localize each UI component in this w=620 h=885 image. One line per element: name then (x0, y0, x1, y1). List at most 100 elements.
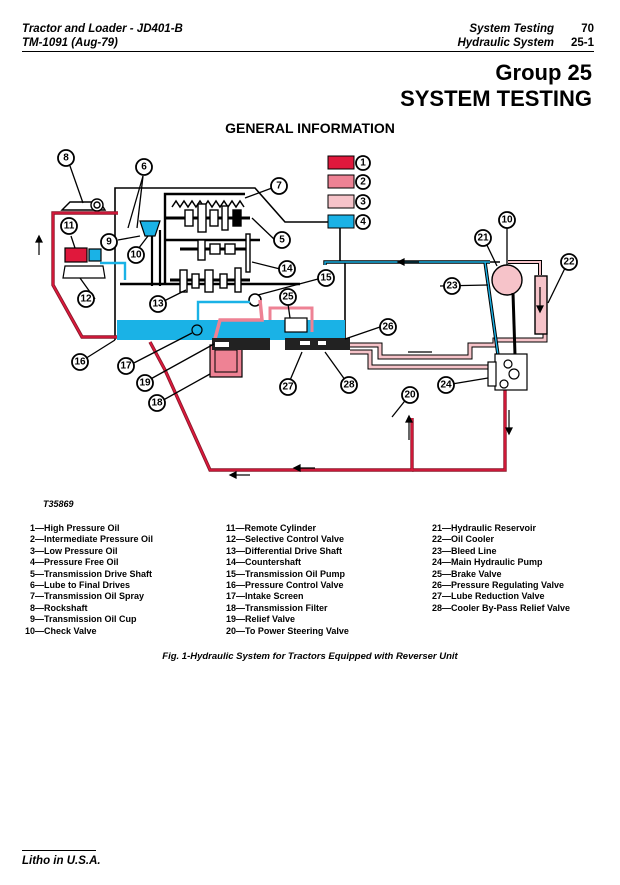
hydraulic-reservoir (491, 264, 523, 296)
legend-column-2: 11—Remote Cylinder 12—Selective Control … (226, 523, 349, 637)
callout-10-valve: 10 (498, 211, 516, 229)
group-title: SYSTEM TESTING (400, 86, 592, 111)
legend-item: 15—Transmission Oil Pump (226, 568, 346, 579)
svg-text:1: 1 (360, 158, 366, 169)
section-title: GENERAL INFORMATION (225, 120, 395, 136)
key-high-pressure: 1 (327, 155, 371, 171)
section-name: System Testing (469, 23, 554, 35)
manual-title: Tractor and Loader - JD401-B (22, 23, 183, 35)
svg-text:10: 10 (130, 250, 142, 261)
svg-text:6: 6 (141, 162, 147, 173)
legend-column-3: 21—Hydraulic Reservoir 22—Oil Cooler 23—… (432, 523, 570, 614)
differential-drive-shaft (170, 267, 250, 293)
rockshaft (60, 198, 107, 212)
svg-text:7: 7 (276, 181, 282, 192)
legend-item: 22—Oil Cooler (432, 534, 495, 545)
svg-text:23: 23 (446, 281, 458, 292)
svg-text:19: 19 (139, 378, 151, 389)
page-number: 25-1 (570, 37, 594, 49)
header-left: Tractor and Loader - JD401-B TM-1091 (Au… (22, 22, 183, 50)
subsection-name: Hydraulic System (457, 37, 554, 49)
return-line-top (323, 260, 500, 356)
callout-12: 12 (77, 290, 95, 308)
legend-item: 2—Intermediate Pressure Oil (30, 534, 154, 545)
svg-text:26: 26 (382, 322, 394, 333)
legend-item: 7—Transmission Oil Spray (30, 591, 145, 602)
lube-lines (150, 230, 162, 286)
callout-9: 9 (100, 233, 118, 251)
intake-screen (191, 324, 203, 336)
callout-10-cup: 10 (127, 246, 145, 264)
svg-text:11: 11 (64, 221, 75, 232)
callout-18: 18 (148, 394, 166, 412)
svg-text:17: 17 (120, 361, 132, 372)
brake-valve (284, 317, 308, 333)
footer-text: Litho in U.S.A. (22, 855, 101, 867)
legend-item: 9—Transmission Oil Cup (30, 614, 137, 625)
callout-19: 19 (136, 374, 154, 392)
legend-item: 8—Rockshaft (30, 602, 88, 613)
oil-spray-nozzles (171, 199, 245, 209)
callout-25: 25 (279, 288, 297, 306)
main-hydraulic-pump (487, 353, 528, 391)
legend-item: 20—To Power Steering Valve (226, 625, 349, 636)
svg-text:5: 5 (279, 235, 285, 246)
pump-intake-line (196, 300, 250, 328)
legend-item: 26—Pressure Regulating Valve (432, 580, 565, 591)
key-low-pressure: 3 (327, 194, 371, 210)
callout-26: 26 (379, 318, 397, 336)
legend-item: 1—High Pressure Oil (30, 523, 120, 533)
callout-27: 27 (279, 378, 297, 396)
callout-6: 6 (135, 158, 153, 176)
flow-arrows (35, 234, 544, 479)
group-number: Group 25 (495, 60, 592, 85)
high-pressure-line (51, 211, 507, 472)
valve-block-right (285, 338, 350, 350)
svg-text:15: 15 (320, 273, 332, 284)
callout-17: 17 (117, 357, 135, 375)
legend-item: 19—Relief Valve (226, 614, 296, 625)
legend-item: 5—Transmission Drive Shaft (30, 568, 153, 579)
header-right: System Testing 70 Hydraulic System 25-1 (457, 22, 594, 50)
svg-text:18: 18 (151, 398, 163, 409)
legend-item: 21—Hydraulic Reservoir (432, 523, 537, 533)
section-number: 70 (581, 23, 594, 35)
pump-output-line (210, 299, 264, 351)
svg-text:25: 25 (282, 292, 294, 303)
svg-text:14: 14 (281, 264, 293, 275)
svg-text:10: 10 (501, 215, 513, 226)
callout-7: 7 (270, 177, 288, 195)
callout-15: 15 (317, 269, 335, 287)
legend-item: 18—Transmission Filter (226, 602, 328, 613)
svg-text:27: 27 (282, 382, 294, 393)
legend-item: 12—Selective Control Valve (226, 534, 345, 545)
figure-id: T35869 (43, 499, 74, 509)
legend-item: 6—Lube to Final Drives (30, 580, 131, 591)
svg-text:21: 21 (477, 233, 489, 244)
legend-item: 10—Check Valve (25, 625, 97, 636)
svg-text:22: 22 (563, 257, 575, 268)
legend-item: 28—Cooler By-Pass Relief Valve (432, 602, 571, 613)
svg-text:8: 8 (63, 153, 69, 164)
return-line-blue (100, 261, 127, 280)
footer-rule (22, 850, 96, 851)
legend-item: 23—Bleed Line (432, 545, 497, 556)
legend-item: 17—Intake Screen (226, 591, 304, 602)
legend-item: 24—Main Hydraulic Pump (432, 557, 543, 568)
callout-8: 8 (57, 149, 75, 167)
callout-5: 5 (273, 231, 291, 249)
manual-number: TM-1091 (Aug-79) (22, 37, 118, 49)
legend-item: 27—Lube Reduction Valve (432, 591, 545, 602)
svg-text:28: 28 (343, 380, 355, 391)
svg-text:4: 4 (360, 217, 366, 228)
callout-14: 14 (278, 260, 296, 278)
svg-text:24: 24 (440, 380, 452, 391)
key-intermediate-pressure: 2 (327, 174, 371, 190)
callout-28: 28 (340, 376, 358, 394)
svg-text:20: 20 (404, 390, 416, 401)
legend-item: 11—Remote Cylinder (226, 523, 317, 533)
legend-item: 3—Low Pressure Oil (30, 545, 118, 556)
svg-text:2: 2 (360, 177, 366, 188)
transmission-housing (114, 187, 500, 340)
legend-item: 13—Differential Drive Shaft (226, 545, 343, 556)
